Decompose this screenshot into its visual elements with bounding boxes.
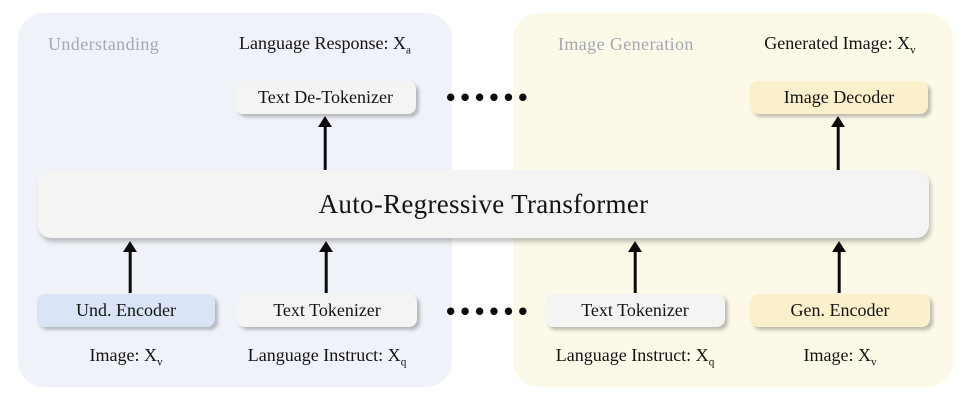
- image-generation-caption: Image Generation: [558, 34, 694, 54]
- arrow-stem: [836, 124, 840, 170]
- language-instruct-text: Language Instruct: X: [555, 345, 709, 365]
- auto-regressive-transformer-bar: Auto-Regressive Transformer: [38, 170, 929, 238]
- arrow-up-icon: [831, 241, 847, 293]
- arrow-up-icon: [627, 241, 643, 293]
- arrow-stem: [324, 249, 328, 293]
- arrow-head: [319, 241, 333, 252]
- arrow-stem: [323, 124, 327, 170]
- language-instruct-label-left: Language Instruct: Xq: [227, 345, 427, 369]
- image-input-text: Image: X: [803, 345, 871, 365]
- arrow-up-icon: [318, 241, 334, 293]
- gen-encoder-box: Gen. Encoder: [750, 294, 930, 327]
- generated-image-text: Generated Image: X: [764, 33, 911, 53]
- generated-image-subscript: v: [910, 44, 916, 57]
- arrow-head: [318, 116, 332, 127]
- language-response-text: Language Response: X: [239, 33, 406, 53]
- arrow-stem: [128, 249, 132, 293]
- image-decoder-box: Image Decoder: [750, 81, 928, 114]
- language-instruct-label-right: Language Instruct: Xq: [535, 345, 735, 369]
- arrow-up-icon: [830, 116, 846, 170]
- language-instruct-subscript: q: [708, 356, 715, 369]
- text-detokenizer-box: Text De-Tokenizer: [235, 81, 416, 114]
- generated-image-label: Generated Image: Xv: [740, 33, 940, 57]
- image-input-text: Image: X: [89, 345, 157, 365]
- arrow-head: [123, 241, 137, 252]
- arrow-head: [628, 241, 642, 252]
- image-input-label-left: Image: Xv: [46, 345, 206, 369]
- language-instruct-subscript: q: [400, 356, 407, 369]
- language-response-subscript: a: [406, 44, 411, 57]
- text-tokenizer-box-left: Text Tokenizer: [237, 294, 417, 327]
- arrow-up-icon: [122, 241, 138, 293]
- language-response-label: Language Response: Xa: [225, 33, 425, 57]
- arrow-up-icon: [317, 116, 333, 170]
- language-instruct-text: Language Instruct: X: [247, 345, 401, 365]
- understanding-caption: Understanding: [48, 34, 160, 54]
- ellipsis-top: ••••••: [444, 86, 531, 110]
- arrow-head: [831, 116, 845, 127]
- arrow-stem: [633, 249, 637, 293]
- arrow-head: [832, 241, 846, 252]
- image-input-subscript: v: [156, 356, 163, 369]
- text-tokenizer-box-right: Text Tokenizer: [545, 294, 725, 327]
- und-encoder-box: Und. Encoder: [37, 294, 215, 327]
- ellipsis-bottom: ••••••: [444, 300, 531, 324]
- image-input-label-right: Image: Xv: [760, 345, 920, 369]
- arrow-stem: [837, 249, 841, 293]
- image-input-subscript: v: [870, 356, 877, 369]
